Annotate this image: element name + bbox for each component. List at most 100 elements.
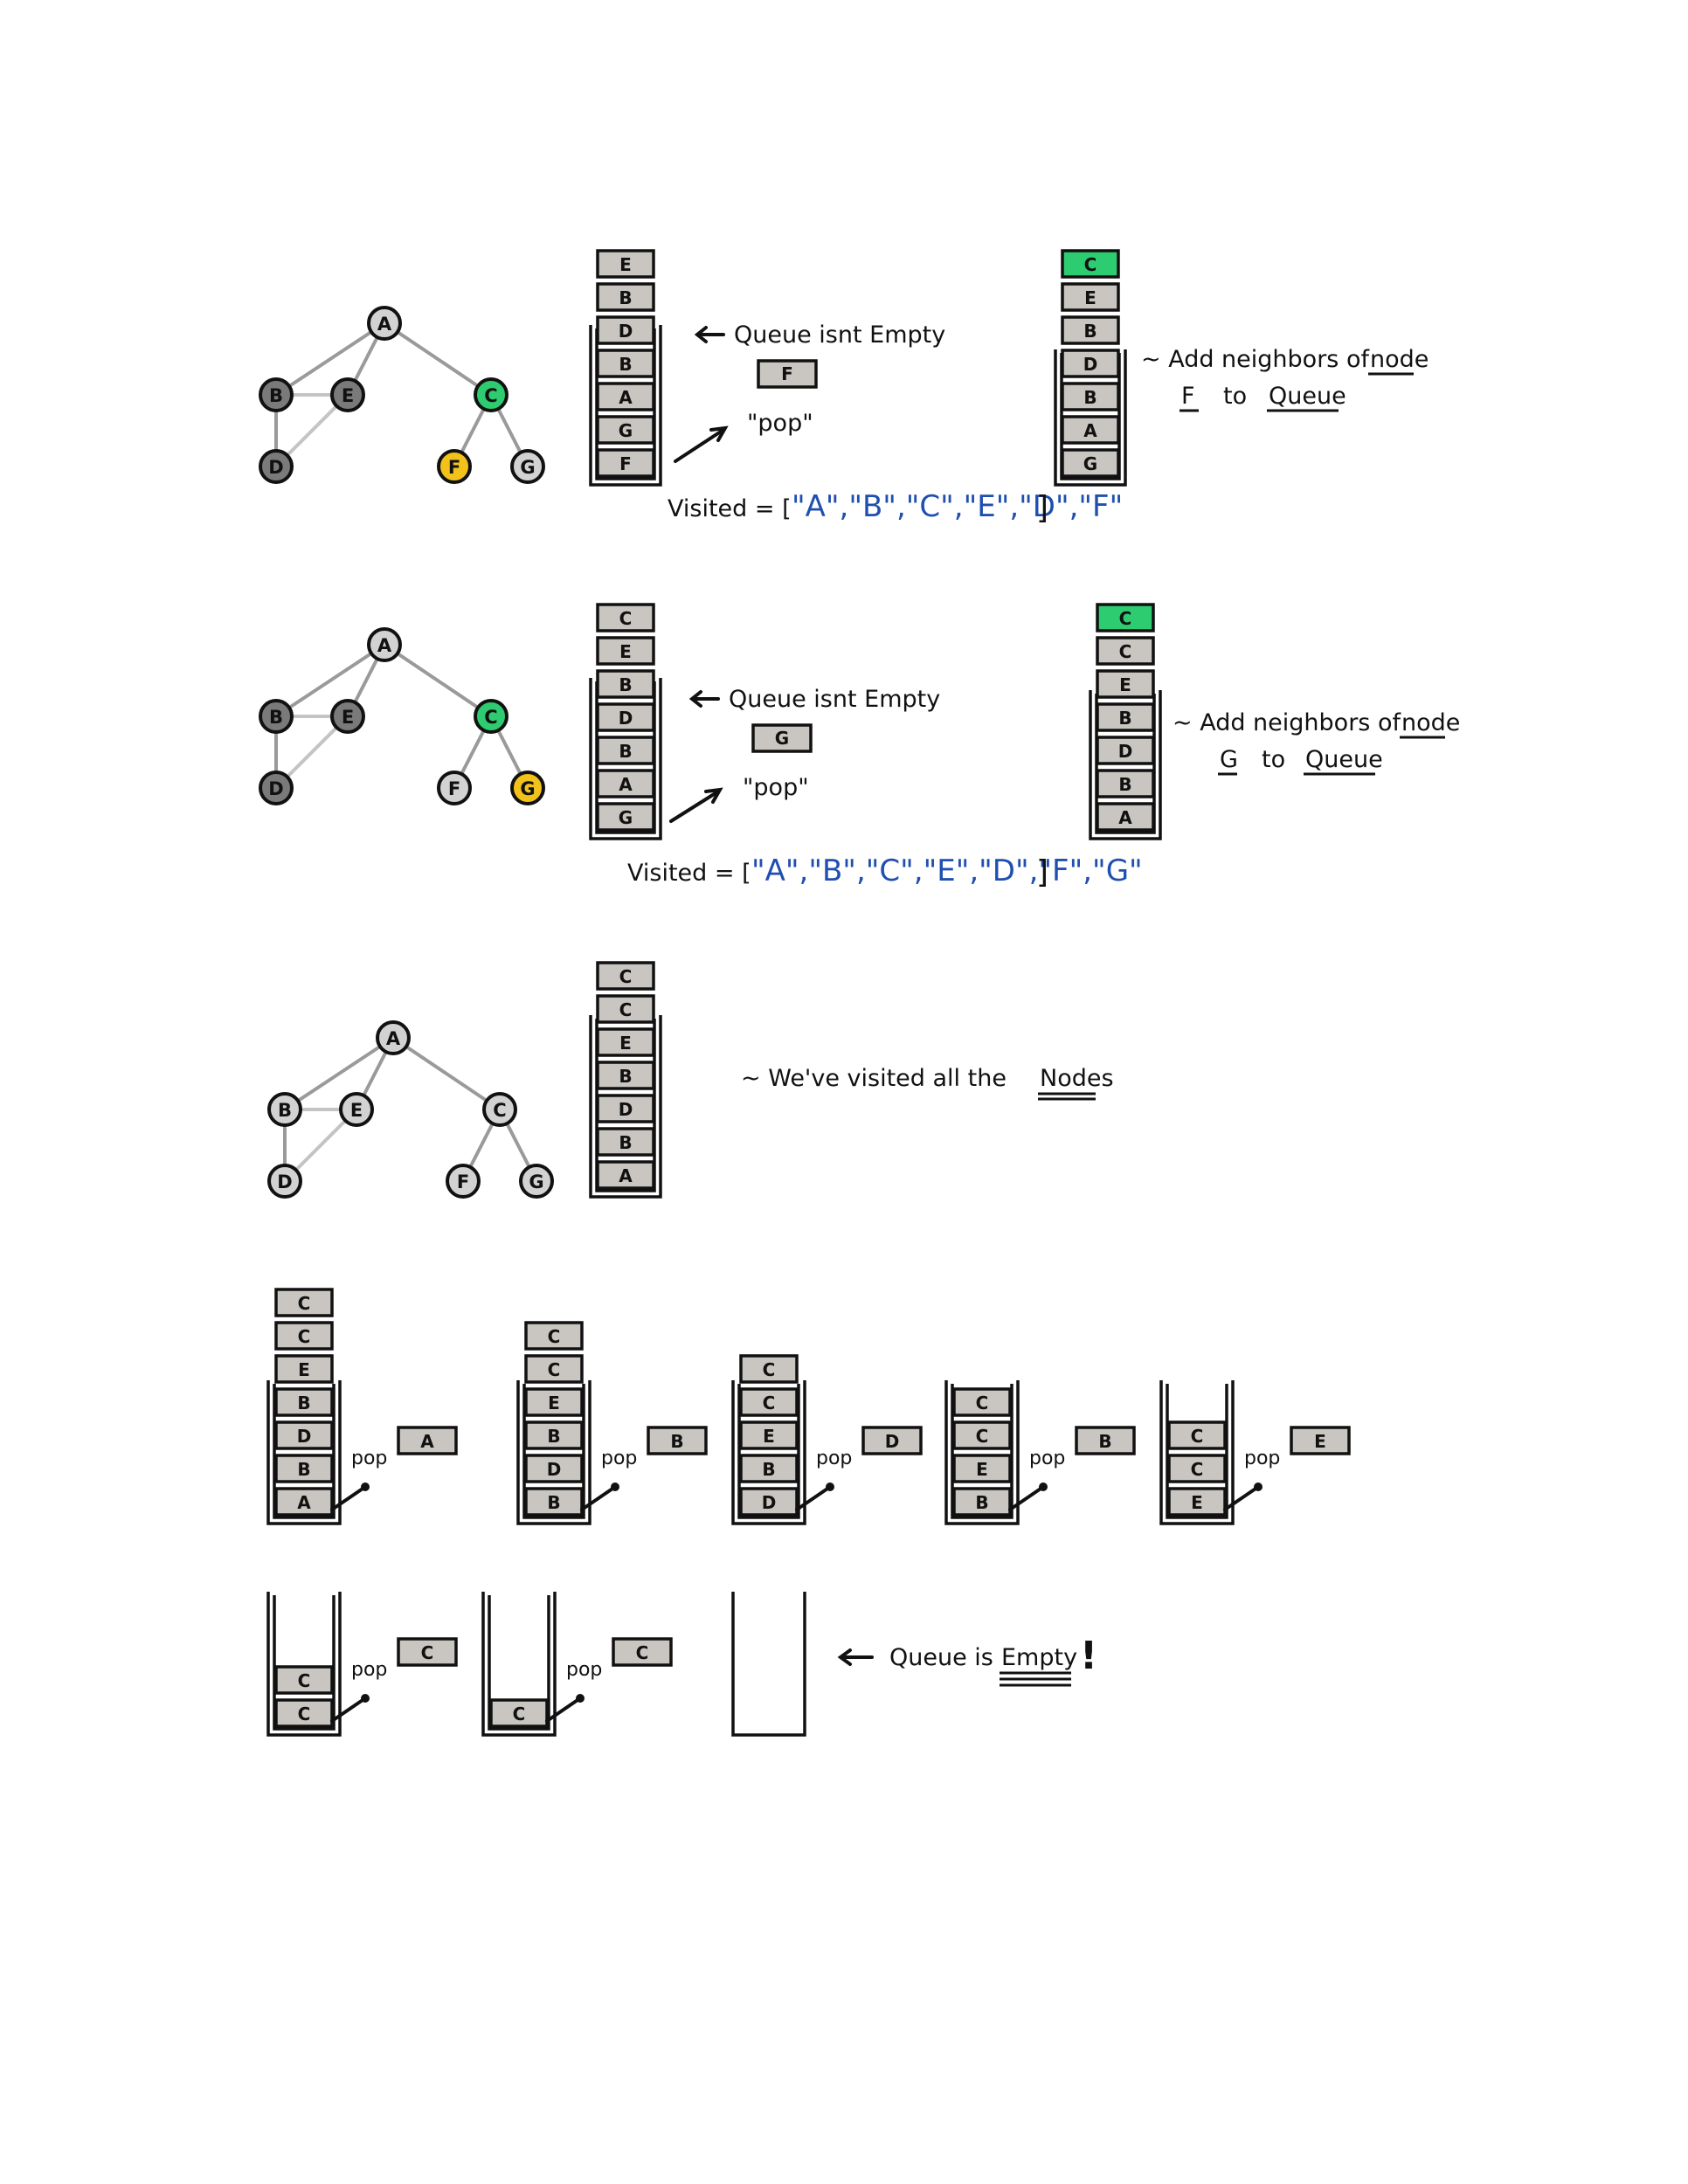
graph-node-D bbox=[259, 449, 294, 484]
queue-item-label: A bbox=[619, 1165, 633, 1186]
graph-node-label-F: F bbox=[457, 1171, 469, 1192]
queue-item bbox=[1167, 1420, 1227, 1450]
queue-item bbox=[596, 961, 655, 991]
queue-item-label: C bbox=[1084, 254, 1097, 275]
queue-item-label: A bbox=[1083, 420, 1097, 441]
queue-item bbox=[489, 1698, 549, 1728]
graph-node-label-C: C bbox=[493, 1100, 506, 1121]
queue-item-label: B bbox=[619, 674, 632, 695]
step2-note-queue: Queue bbox=[1305, 746, 1383, 773]
popped-box bbox=[647, 1426, 708, 1455]
queue-item bbox=[524, 1387, 584, 1417]
queue-item-label: C bbox=[1119, 641, 1132, 662]
queue-item bbox=[739, 1387, 799, 1417]
queue-container bbox=[1089, 690, 1162, 840]
queue-item-label: C bbox=[619, 966, 633, 987]
queue-item bbox=[524, 1321, 584, 1351]
queue-item-label: C bbox=[763, 1393, 776, 1413]
step2-visited-suffix: ] bbox=[1036, 854, 1048, 890]
graph-node-C bbox=[474, 699, 508, 734]
queue-item bbox=[524, 1420, 584, 1450]
queue-item-label: A bbox=[297, 1492, 311, 1513]
step2-annotations: Queue isnt Empty G "pop" Visited = [ "A"… bbox=[627, 686, 1460, 890]
graph-node-A bbox=[367, 627, 402, 662]
step1-pop-label: "pop" bbox=[747, 410, 813, 437]
queue-item bbox=[596, 994, 655, 1024]
queue-item-label: B bbox=[297, 1459, 310, 1480]
queue-item-label: C bbox=[619, 999, 633, 1020]
queue-container bbox=[1159, 1380, 1235, 1525]
graph-node-label-C: C bbox=[484, 707, 497, 728]
queue-container-inner bbox=[488, 1595, 550, 1731]
queue-item bbox=[1061, 382, 1120, 411]
graph-node-label-G: G bbox=[520, 778, 535, 799]
graph-node-F bbox=[437, 771, 472, 805]
queue-item bbox=[274, 1454, 334, 1483]
graph-node-label-A: A bbox=[386, 1028, 401, 1049]
queue-item-label: G bbox=[1083, 453, 1097, 474]
queue-item-label: B bbox=[547, 1426, 560, 1447]
queue-item bbox=[596, 315, 655, 345]
empty-word: Empty bbox=[1001, 1644, 1077, 1671]
queue-item bbox=[596, 802, 655, 832]
popped-box bbox=[861, 1426, 923, 1455]
queue-item bbox=[274, 1354, 334, 1384]
queue-item-label: C bbox=[298, 1293, 311, 1314]
graph-node-label-B: B bbox=[269, 707, 283, 728]
queue-container bbox=[731, 1592, 806, 1737]
queue-item-label: B bbox=[619, 1066, 632, 1087]
queue-item-label: A bbox=[1118, 807, 1132, 828]
step1-visited-suffix: ] bbox=[1036, 490, 1048, 526]
graph-node-E bbox=[339, 1092, 374, 1127]
pop-dot bbox=[611, 1482, 619, 1491]
queue-item bbox=[596, 415, 655, 445]
queue-container bbox=[266, 1380, 342, 1525]
queue-item-label: C bbox=[976, 1426, 989, 1447]
queue-item-label: B bbox=[619, 354, 632, 375]
queue-item-label: E bbox=[619, 254, 632, 275]
graph-node-label-A: A bbox=[377, 314, 392, 335]
drain-queue-8 bbox=[731, 1592, 806, 1737]
queue-item-label: B bbox=[975, 1492, 988, 1513]
empty-annotations: Queue is Empty ! bbox=[837, 1634, 1097, 1687]
graph-node-C bbox=[482, 1092, 517, 1127]
queue-item bbox=[596, 1160, 655, 1190]
step2-note-line1: ~ Add neighbors of bbox=[1173, 709, 1401, 736]
queue-item bbox=[739, 1354, 799, 1384]
graph-node-G bbox=[510, 771, 545, 805]
graph-node-B bbox=[259, 699, 294, 734]
queue-container bbox=[944, 1380, 1020, 1525]
queue-item-label: C bbox=[298, 1704, 311, 1724]
graph-node-G bbox=[519, 1164, 554, 1199]
step2-note-node-word: node bbox=[1401, 709, 1460, 736]
pop-dot bbox=[576, 1694, 585, 1703]
queue-item-label: E bbox=[548, 1393, 560, 1413]
queue-container bbox=[731, 1380, 806, 1525]
queue-item bbox=[739, 1487, 799, 1517]
graph-edge-AC bbox=[391, 1036, 502, 1111]
queue-item-label: A bbox=[619, 774, 633, 795]
queue-container bbox=[589, 1015, 662, 1199]
queue-item-label: A bbox=[619, 387, 633, 408]
queue-item-label: C bbox=[513, 1704, 526, 1724]
graph-node-label-D: D bbox=[268, 778, 283, 799]
queue-item-label: D bbox=[619, 1099, 633, 1120]
queue-item-label: D bbox=[547, 1459, 562, 1480]
queue-item-label: E bbox=[976, 1459, 988, 1480]
queue-item-label: D bbox=[762, 1492, 777, 1513]
queue-item bbox=[596, 1094, 655, 1123]
queue-container bbox=[589, 678, 662, 840]
queue-item-label: D bbox=[1083, 354, 1098, 375]
queue-item-label: E bbox=[619, 641, 632, 662]
pop-dot bbox=[361, 1694, 370, 1703]
pop-arrow bbox=[330, 1485, 367, 1511]
step1-visited-list: "A","B","C","E","D","F" bbox=[792, 489, 1123, 524]
queue-item bbox=[952, 1454, 1012, 1483]
graph-node-E bbox=[330, 377, 365, 412]
graph-node-label-E: E bbox=[342, 707, 354, 728]
